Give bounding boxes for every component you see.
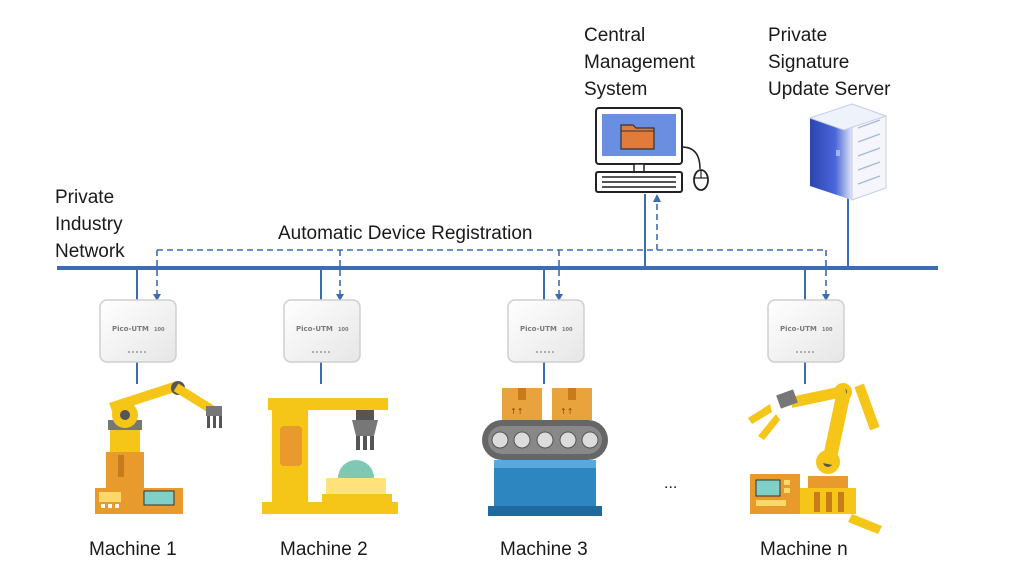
device-model: 100	[822, 327, 833, 333]
device-model: 100	[154, 327, 165, 333]
utm-device-2: Pico-UTM 100	[283, 299, 361, 363]
signature-server-label: Private Signature Update Server	[768, 25, 891, 100]
utm-device-1: Pico-UTM 100	[99, 299, 177, 363]
registration-label: Automatic Device Registration	[278, 223, 533, 244]
machine-n-label: Machine n	[760, 539, 848, 560]
device-label: Pico-UTM	[296, 325, 333, 333]
utm-device-3: Pico-UTM 100	[507, 299, 585, 363]
device-label: Pico-UTM	[112, 325, 149, 333]
machine-1-label: Machine 1	[89, 539, 177, 560]
ellipsis: ...	[664, 475, 678, 492]
press-machine-icon	[262, 398, 398, 514]
machine-3-label: Machine 3	[500, 539, 588, 560]
cms-label: Central Management System	[584, 25, 695, 100]
utm-device-4: Pico-UTM 100	[767, 299, 845, 363]
device-label: Pico-UTM	[520, 325, 557, 333]
robot-arm-icon	[95, 381, 222, 514]
network-label: Private Industry Network	[55, 187, 125, 262]
device-label: Pico-UTM	[780, 325, 817, 333]
machine-2-label: Machine 2	[280, 539, 368, 560]
device-model: 100	[562, 327, 573, 333]
connectors	[136, 194, 849, 384]
device-model: 100	[338, 327, 349, 333]
computer-icon	[595, 107, 709, 193]
registration-arrowheads	[153, 194, 830, 301]
svg-text:↑↑: ↑↑	[560, 407, 573, 416]
svg-text:↑↑: ↑↑	[510, 407, 523, 416]
robot-arm-icon-n	[748, 383, 882, 534]
conveyor-icon: ↑↑ ↑↑	[482, 388, 608, 516]
server-icon	[808, 103, 888, 201]
registration-path	[156, 200, 827, 296]
